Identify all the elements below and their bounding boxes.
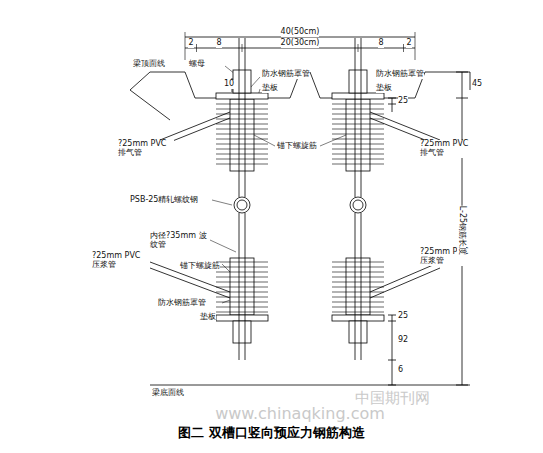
part-label: L-25钢筋长度 <box>458 205 467 254</box>
part-label: 防水钢筋罩管 <box>376 70 424 79</box>
dimension: 6 <box>398 366 403 375</box>
part-label: 锚下螺旋筋 <box>277 142 317 151</box>
dimension: 2 <box>406 39 411 48</box>
dimension: 25 <box>398 312 408 321</box>
dimension: 10 <box>224 80 234 89</box>
dimension: 92 <box>398 336 408 345</box>
part-label: ?25mm PVC 排气管 <box>118 140 174 158</box>
dimension: 20(30cm) <box>281 39 320 48</box>
dimension: 8 <box>378 39 383 48</box>
part-label: 内径?35mm 波纹管 <box>150 232 210 250</box>
dimension: 40(50cm) <box>281 28 320 37</box>
figure-caption: 图二 双槽口竖向预应力钢筋构造 <box>0 424 543 442</box>
anchor-assembly <box>216 38 268 360</box>
part-label: 梁顶面线 <box>133 60 165 69</box>
part-label: ?25mm PVC 压浆管 <box>420 248 476 266</box>
part-label: ?25mm PVC 压浆管 <box>92 252 148 270</box>
dimension: 8 <box>216 39 221 48</box>
dimension: 2 <box>188 39 193 48</box>
dimension: 45 <box>472 80 482 89</box>
dimension: 25 <box>398 97 408 106</box>
watermark: www.chinaqking.com <box>215 405 385 423</box>
part-label: 梁底面线 <box>152 389 184 398</box>
part-label: ?25mm PVC 排气管 <box>420 140 476 158</box>
part-label: 防水钢筋罩管 <box>158 299 206 308</box>
part-label: 锚下螺旋筋 <box>180 262 220 271</box>
part-label: 垫板 <box>200 313 216 322</box>
part-label: 垫板 <box>376 84 392 93</box>
part-label: 螺母 <box>189 60 205 69</box>
part-label: PSB-25精轧螺纹钢 <box>130 196 198 205</box>
part-label: 防水钢筋罩管 <box>262 70 310 79</box>
part-label: 垫板 <box>262 84 278 93</box>
